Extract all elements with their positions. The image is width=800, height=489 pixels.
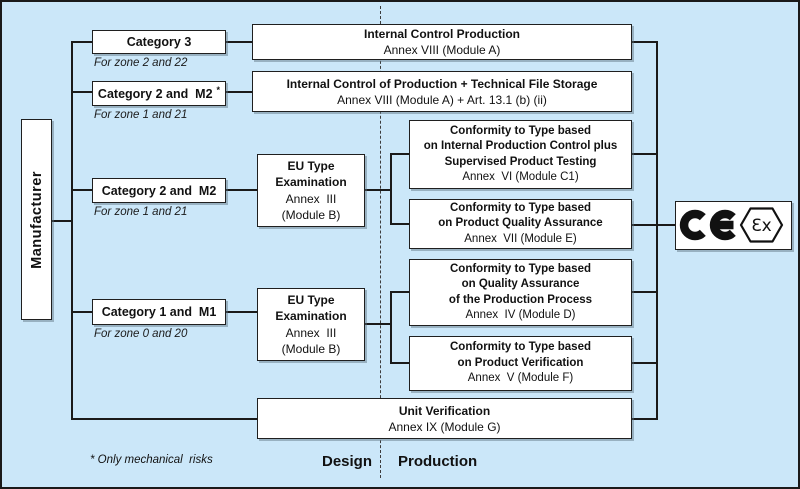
category-1-m1-note: For zone 0 and 20 — [94, 328, 188, 340]
connector-into-d — [392, 291, 409, 293]
connector-c1-collector — [632, 153, 656, 155]
eu-type-1-title: EU Type Examination — [275, 158, 347, 190]
module-f-line2: on Product Verification — [457, 356, 584, 369]
module-c1-line3: Supervised Product Testing — [444, 155, 597, 168]
connector-cat2m2-eutype — [226, 189, 257, 191]
connector-into-c1 — [392, 153, 409, 155]
connector-uv-collector — [632, 418, 656, 420]
manufacturer-label: Manufacturer — [28, 170, 45, 269]
connector-e-ce — [632, 224, 675, 226]
internal-control-storage-box: Internal Control of Production + Technic… — [252, 71, 632, 112]
category-2-m2-star-box: Category 2 and M2 * — [92, 81, 226, 106]
connector-collector — [656, 41, 658, 420]
eu-type-2-title: EU Type Examination — [275, 292, 347, 324]
connector-unit-verification — [71, 418, 257, 420]
module-e-annex: Annex VII (Module E) — [464, 232, 577, 245]
module-f-box: Conformity to Type based on Product Veri… — [409, 336, 632, 391]
module-c1-box: Conformity to Type based on Internal Pro… — [409, 120, 632, 189]
eu-type-examination-box-1: EU Type Examination Annex III (Module B) — [257, 154, 365, 227]
connector-cat3-icp — [226, 41, 252, 43]
connector-manufacturer — [52, 220, 71, 222]
module-d-annex: Annex IV (Module D) — [465, 309, 576, 321]
module-e-line1: Conformity to Type based — [450, 201, 591, 214]
connector-branch-cat3 — [71, 41, 92, 43]
category-2-m2-note: For zone 1 and 21 — [94, 206, 188, 218]
module-f-annex: Annex V (Module F) — [467, 372, 574, 385]
unit-verification-box: Unit Verification Annex IX (Module G) — [257, 398, 632, 439]
module-c1-line1: Conformity to Type based — [450, 124, 591, 137]
connector-into-f — [392, 362, 409, 364]
module-c1-annex: Annex VI (Module C1) — [462, 171, 579, 183]
connector-branch-cat2m2 — [71, 189, 92, 191]
ce-ex-marking-box: Ɛx — [675, 201, 792, 250]
connector-branch-cat1m1 — [71, 311, 92, 313]
connector-eutype2-split — [365, 323, 392, 325]
module-d-line1: Conformity to Type based — [450, 262, 591, 275]
eu-type-examination-box-2: EU Type Examination Annex III (Module B) — [257, 288, 365, 361]
internal-control-production-box: Internal Control Production Annex VIII (… — [252, 24, 632, 60]
footnote: * Only mechanical risks — [90, 454, 213, 466]
ex-glyph: Ɛx — [751, 216, 772, 236]
phase-label-design: Design — [321, 453, 372, 470]
internal-control-production-title: Internal Control Production — [364, 27, 520, 41]
connector-branch-cat2m2s — [71, 91, 92, 93]
module-d-line2: on Quality Assurance — [461, 278, 580, 290]
module-d-line3: of the Production Process — [448, 293, 593, 306]
connector-trunk — [71, 41, 73, 420]
connector-into-e — [392, 223, 409, 225]
category-2-m2-star-note: For zone 1 and 21 — [94, 109, 188, 121]
module-f-line1: Conformity to Type based — [450, 341, 591, 354]
eu-type-2-module: (Module B) — [281, 342, 341, 356]
category-2-m2-star-label: Category 2 and M2 — [97, 86, 213, 101]
category-2-m2-label: Category 2 and M2 — [101, 183, 217, 198]
internal-control-storage-title: Internal Control of Production + Technic… — [286, 76, 598, 91]
manufacturer-box: Manufacturer — [21, 119, 52, 320]
unit-verification-title: Unit Verification — [398, 403, 491, 418]
module-e-box: Conformity to Type based on Product Qual… — [409, 199, 632, 249]
category-3-box: Category 3 — [92, 30, 226, 54]
category-3-note: For zone 2 and 22 — [94, 57, 188, 69]
ce-mark-icon: Ɛx — [679, 207, 784, 243]
category-3-label: Category 3 — [126, 35, 192, 49]
category-1-m1-label: Category 1 and M1 — [101, 305, 217, 319]
connector-cat2m2s-storage — [226, 91, 252, 93]
module-d-box: Conformity to Type based on Quality Assu… — [409, 259, 632, 326]
asterisk-superscript: * — [216, 84, 221, 95]
connector-icp-collector — [632, 41, 656, 43]
unit-verification-annex: Annex IX (Module G) — [388, 419, 501, 434]
internal-control-production-annex: Annex VIII (Module A) — [383, 43, 501, 57]
connector-d-collector — [632, 291, 656, 293]
module-e-line2: on Product Quality Assurance — [438, 217, 603, 230]
eu-type-1-module: (Module B) — [281, 208, 341, 222]
eu-type-1-annex: Annex III — [285, 191, 337, 206]
category-2-m2-box: Category 2 and M2 — [92, 178, 226, 203]
design-production-divider — [380, 6, 381, 478]
connector-eutype1-split — [365, 189, 392, 191]
connector-split2-vertical — [390, 291, 392, 364]
internal-control-storage-annex: Annex VIII (Module A) + Art. 13.1 (b) (i… — [337, 92, 547, 107]
connector-f-collector — [632, 362, 656, 364]
category-1-m1-box: Category 1 and M1 — [92, 299, 226, 325]
connector-split1-vertical — [390, 153, 392, 225]
phase-label-production: Production — [398, 453, 478, 470]
module-c1-line2: on Internal Production Control plus — [423, 140, 618, 152]
atex-ex-icon: Ɛx — [739, 207, 784, 243]
connector-cat1m1-eutype — [226, 311, 257, 313]
eu-type-2-annex: Annex III — [285, 325, 337, 340]
